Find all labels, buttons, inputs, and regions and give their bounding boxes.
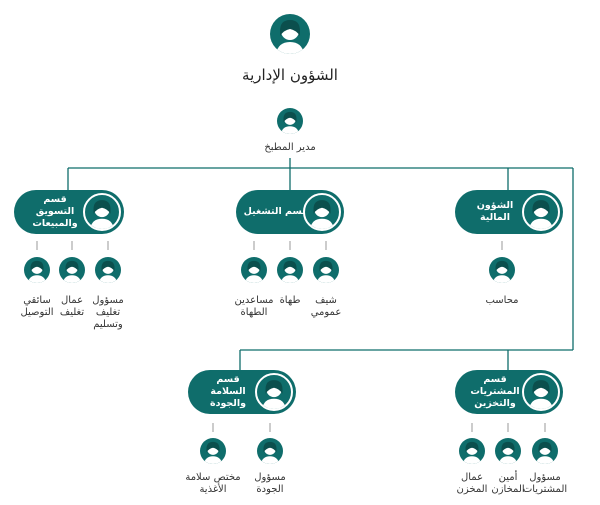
dept-operations[interactable]: قسم التشغيل xyxy=(236,190,344,234)
staff-avatar xyxy=(277,257,303,283)
staff-avatar xyxy=(200,438,226,464)
staff-avatar xyxy=(489,257,515,283)
staff-avatar xyxy=(313,257,339,283)
dept-purchasing-line1: قسم xyxy=(483,374,507,385)
person-icon xyxy=(529,200,553,229)
staff-avatar xyxy=(495,438,521,464)
person-icon xyxy=(498,441,518,464)
person-icon xyxy=(276,20,304,54)
person-icon xyxy=(280,260,300,283)
dept-safety-line1: قسم xyxy=(216,374,240,385)
dept-marketing-line2: التسويق والمبيعات xyxy=(32,206,78,229)
dept-safety[interactable]: قسم السلامة والجودة xyxy=(188,370,296,414)
staff-avatar xyxy=(59,257,85,283)
person-icon xyxy=(90,200,114,229)
person-icon xyxy=(310,200,334,229)
dept-finance-line1: الشؤون المالية xyxy=(476,200,514,223)
staff-avatar xyxy=(459,438,485,464)
person-icon xyxy=(260,441,280,464)
person-icon xyxy=(316,260,336,283)
manager-avatar xyxy=(277,108,303,134)
admin-avatar xyxy=(270,14,310,54)
staff-avatar xyxy=(24,257,50,283)
person-icon xyxy=(62,260,82,283)
person-icon xyxy=(203,441,223,464)
person-icon xyxy=(98,260,118,283)
dept-purchasing[interactable]: قسم المشتريات والتخزين xyxy=(455,370,563,414)
dept-operations-line1: قسم التشغيل xyxy=(243,206,309,217)
staff-avatar xyxy=(532,438,558,464)
staff-avatar xyxy=(257,438,283,464)
admin-title: الشؤون الإدارية xyxy=(242,66,338,84)
dept-purchasing-line2: المشتريات والتخزين xyxy=(470,386,520,409)
manager-label: مدير المطبخ xyxy=(264,142,316,153)
person-icon xyxy=(529,380,553,409)
person-icon xyxy=(280,111,300,134)
dept-finance[interactable]: الشؤون المالية xyxy=(455,190,563,234)
person-icon xyxy=(262,380,286,409)
person-icon xyxy=(492,260,512,283)
staff-label: طهاة xyxy=(279,295,301,306)
staff-avatar xyxy=(241,257,267,283)
person-icon xyxy=(27,260,47,283)
person-icon xyxy=(462,441,482,464)
dept-safety-line2: السلامة والجودة xyxy=(209,386,246,409)
person-icon xyxy=(535,441,555,464)
staff-label: محاسب xyxy=(485,295,519,306)
staff-avatar xyxy=(95,257,121,283)
dept-marketing-line1: قسم xyxy=(43,194,67,205)
person-icon xyxy=(244,260,264,283)
dept-marketing[interactable]: قسم التسويق والمبيعات xyxy=(14,190,124,234)
